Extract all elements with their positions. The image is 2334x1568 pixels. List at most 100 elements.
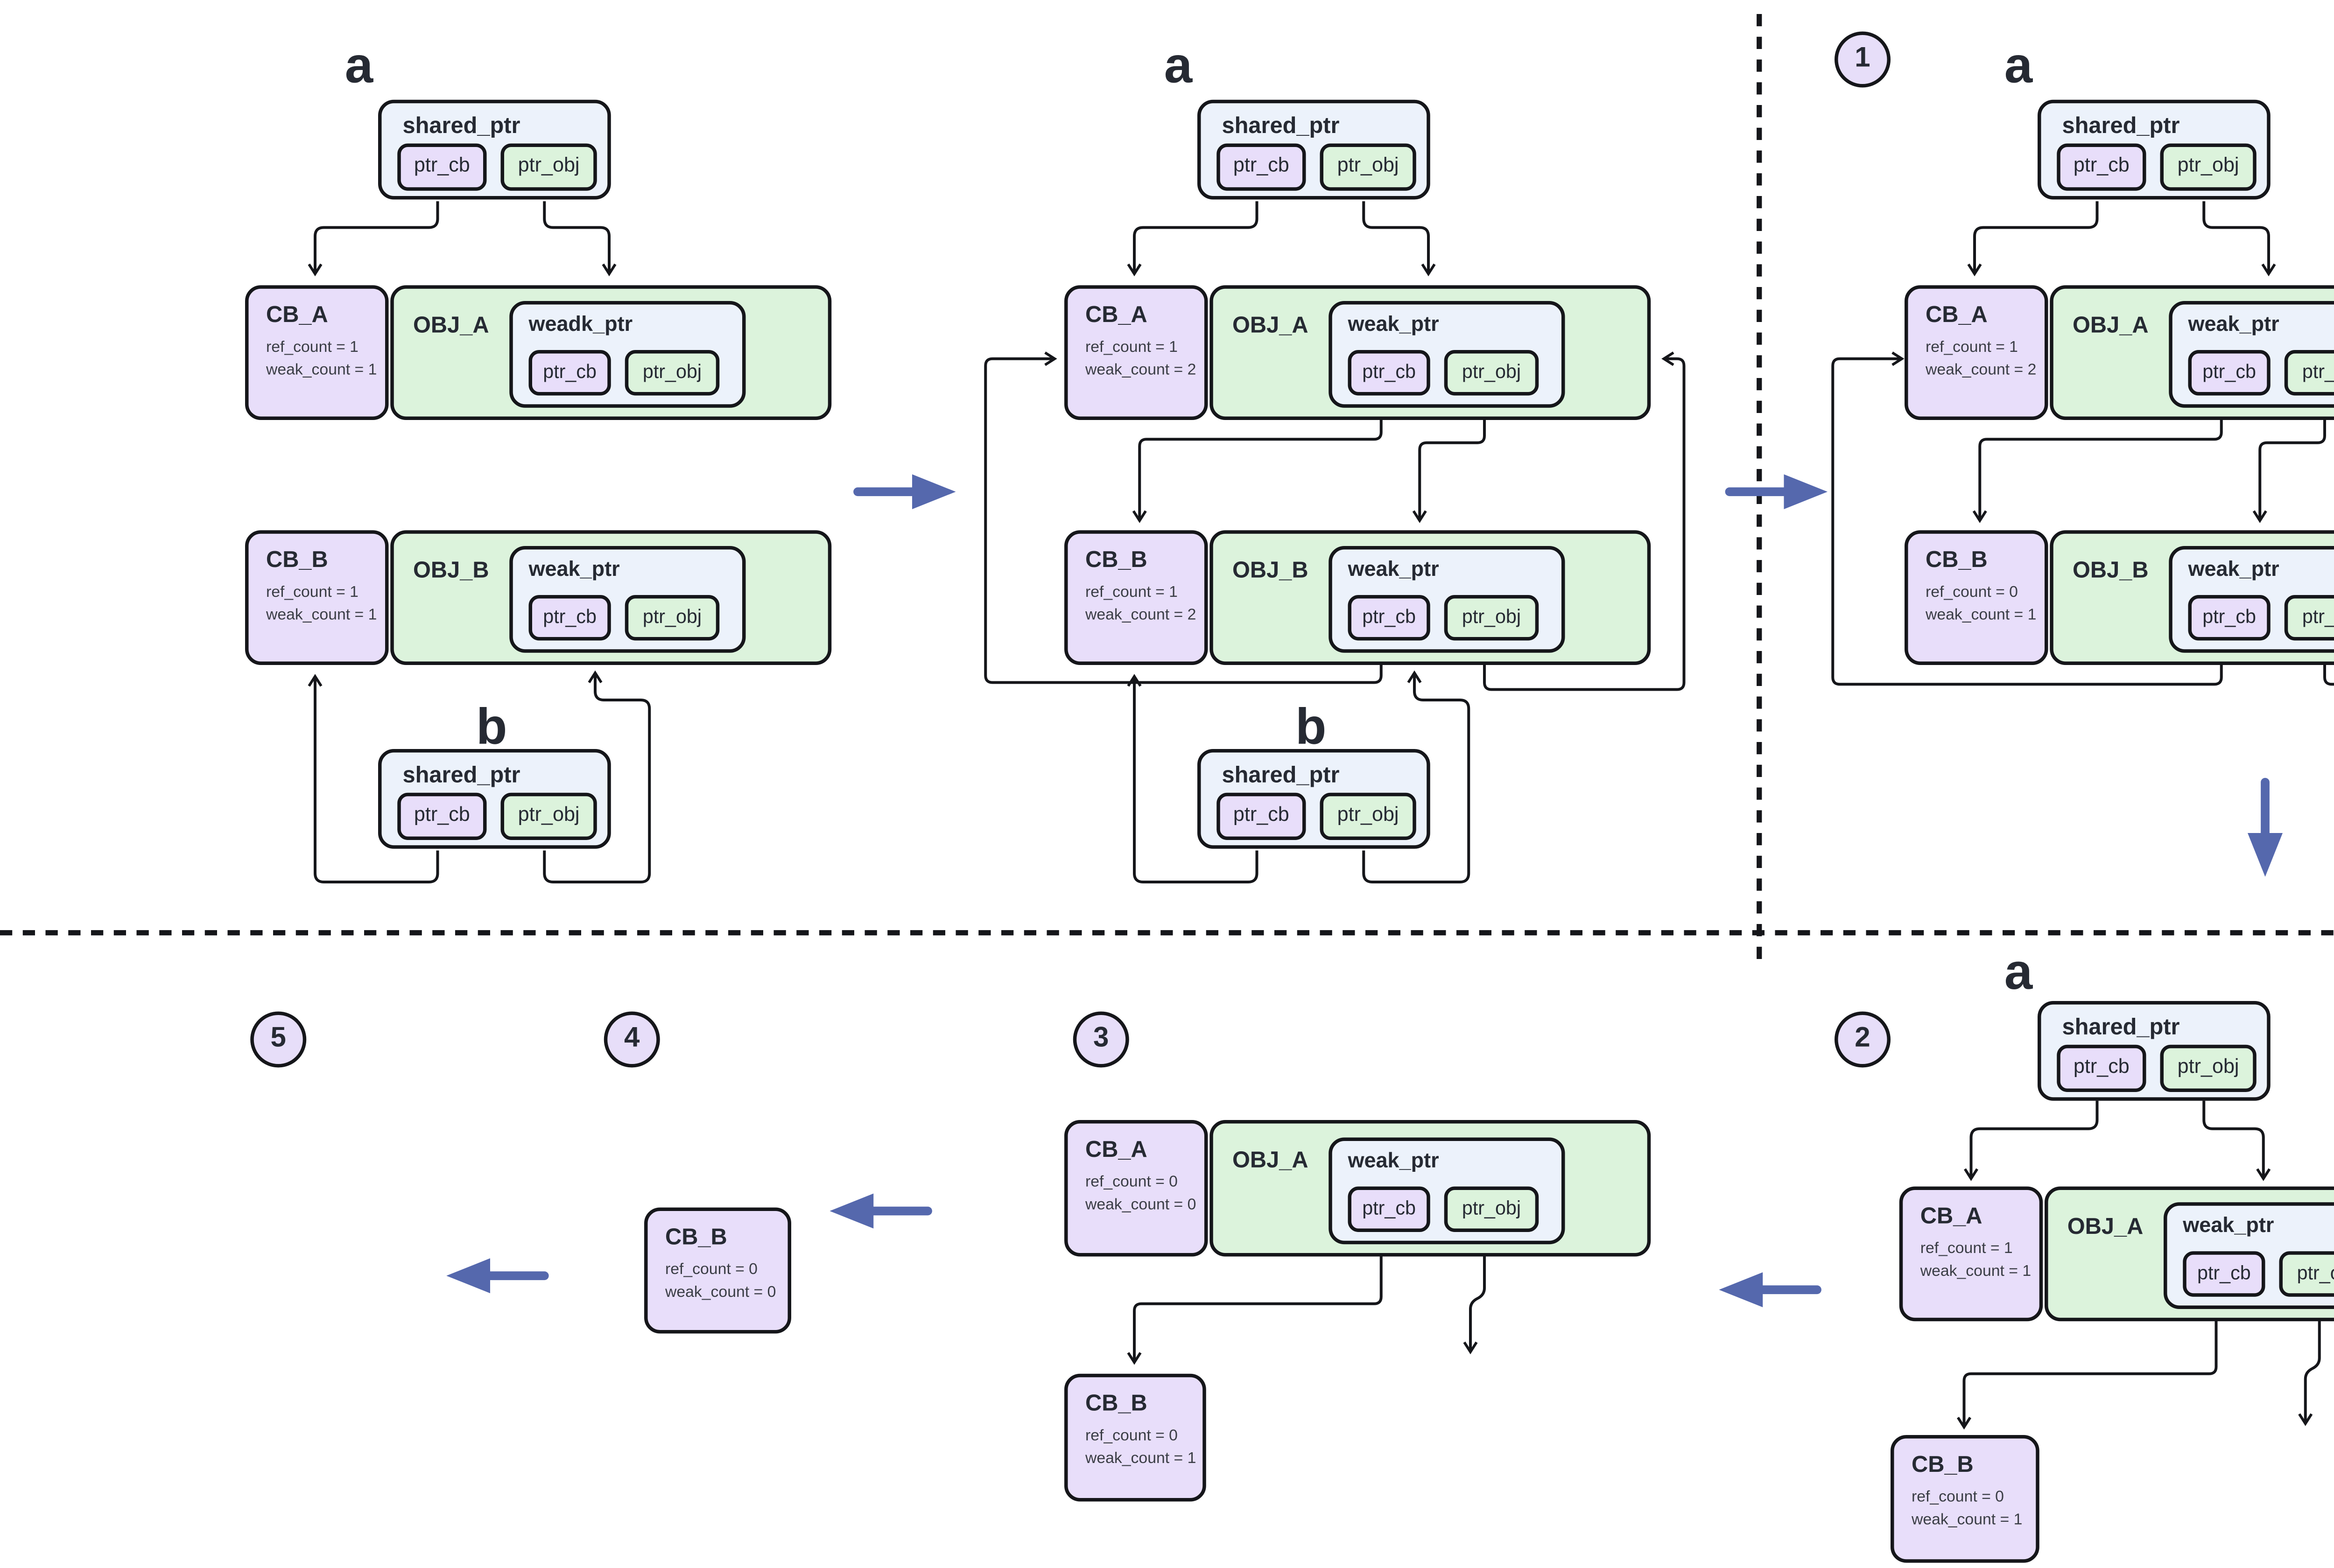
p2-cb-b-weakcount: weak_count = 1 [1912, 1510, 2023, 1528]
p1-cb-b-refcount: ref_count = 0 [1926, 582, 2018, 601]
p3-cb-b-title: CB_B [1085, 1389, 1147, 1416]
a2-shared-ptr-b-obj-cell: ptr_obj [1320, 792, 1416, 840]
p4-cb-b-weakcount: weak_count = 0 [665, 1282, 776, 1301]
a2-cb-a-weakcount: weak_count = 2 [1085, 360, 1196, 378]
p4-cb-b-box: CB_B ref_count = 0 weak_count = 0 [644, 1207, 791, 1334]
p3-cb-b-weakcount: weak_count = 1 [1085, 1449, 1196, 1467]
step-5-badge: 5 [250, 1011, 307, 1068]
p3-cb-b-box: CB_B ref_count = 0 weak_count = 1 [1064, 1373, 1206, 1502]
p1-shared-ptr-title: shared_ptr [2062, 112, 2180, 139]
a2-cb-a-title: CB_A [1085, 301, 1147, 328]
p2-obj-a-box: OBJ_A weak_ptr ptr_cb ptr_obj [2045, 1186, 2334, 1322]
p1-obj-b-weakptr-cb-cell: ptr_cb [2188, 595, 2271, 641]
a1-obj-b-weakptr-cb-cell: ptr_cb [528, 595, 611, 641]
a1-cb-a-box: CB_A ref_count = 1 weak_count = 1 [245, 285, 389, 420]
a1-obj-b-title: OBJ_B [413, 556, 489, 583]
a2-shared-ptr-cb-cell: ptr_cb [1216, 143, 1306, 191]
p2-shared-ptr-title: shared_ptr [2062, 1013, 2180, 1040]
p2-obj-a-weakptr-title: weak_ptr [2183, 1212, 2274, 1238]
p2-obj-a-title: OBJ_A [2067, 1212, 2144, 1239]
arrow-p1-weakptrA-ptrobj-to-OBJB [2252, 407, 2326, 523]
p1-cb-b-weakcount: weak_count = 1 [1926, 605, 2037, 623]
p3-obj-a-title: OBJ_A [1232, 1146, 1308, 1173]
a2-obj-b-weakptr-cb-cell: ptr_cb [1348, 595, 1430, 641]
p3-cb-b-refcount: ref_count = 0 [1085, 1426, 1178, 1444]
p2-cb-b-box: CB_B ref_count = 0 weak_count = 1 [1891, 1435, 2039, 1563]
a1-cb-b-refcount: ref_count = 1 [266, 582, 359, 601]
p1-cb-b-box: CB_B ref_count = 0 weak_count = 1 [1905, 530, 2048, 665]
arrow-a2-sharedB-ptrobj-to-OBJB [1362, 670, 1470, 883]
p1-obj-b-weakptr-obj-cell: ptr_obj [2284, 595, 2334, 641]
p1-cb-b-title: CB_B [1926, 546, 1988, 573]
a2-cb-a-refcount: ref_count = 1 [1085, 337, 1178, 356]
a2-shared-ptr-b-title: shared_ptr [1222, 761, 1340, 788]
arrow-p1-sharedA-ptrcb-to-CBA [1967, 201, 2099, 277]
a2-obj-b-box: OBJ_B weak_ptr ptr_cb ptr_obj [1209, 530, 1651, 665]
p1-shared-ptr-cb-cell: ptr_cb [2057, 143, 2146, 191]
step-2-badge: 2 [1835, 1011, 1891, 1068]
panel-a2-label: a [1164, 38, 1193, 95]
p1-obj-b-weakptr-box: weak_ptr ptr_cb ptr_obj [2169, 546, 2334, 653]
p1-obj-a-weakptr-title: weak_ptr [2188, 311, 2279, 336]
a2-obj-a-weakptr-obj-cell: ptr_obj [1444, 350, 1539, 396]
a1-cb-b-title: CB_B [266, 546, 328, 573]
p1-obj-b-box: OBJ_B weak_ptr ptr_cb ptr_obj [2050, 530, 2334, 665]
a2-cb-b-title: CB_B [1085, 546, 1147, 573]
arrow-p1-weakptrB-ptrcb-to-CBA [1831, 351, 2223, 686]
p3-cb-a-title: CB_A [1085, 1135, 1147, 1162]
p2-obj-a-weakptr-obj-cell: ptr_obj [2279, 1251, 2334, 1297]
arrow-p2-sharedA-ptrobj-to-OBJA [2202, 1100, 2271, 1181]
a1-shared-ptr-b-title: shared_ptr [402, 761, 520, 788]
a1-obj-a-box: OBJ_A weadk_ptr ptr_cb ptr_obj [390, 285, 832, 420]
panel-a1-label-b: b [476, 700, 507, 756]
arrow-a2-weakptrB-ptrcb-to-CBA [984, 351, 1383, 684]
arrow-p1-sharedA-ptrobj-to-OBJA [2202, 201, 2276, 277]
p1-obj-a-title: OBJ_A [2073, 311, 2149, 338]
p2-cb-b-refcount: ref_count = 0 [1912, 1487, 2004, 1505]
p2-cb-a-weakcount: weak_count = 1 [1920, 1261, 2032, 1280]
arrow-p2-sharedA-ptrcb-to-CBA [1964, 1100, 2099, 1181]
a2-shared-ptr-b-box: shared_ptr ptr_cb ptr_obj [1197, 749, 1430, 849]
arrow-p3-weakptrA-ptrcb-to-CBB [1127, 1225, 1383, 1365]
a1-obj-b-box: OBJ_B weak_ptr ptr_cb ptr_obj [390, 530, 832, 665]
a1-cb-a-weakcount: weak_count = 1 [266, 360, 377, 378]
p1-obj-a-box: OBJ_A weak_ptr ptr_cb ptr_obj [2050, 285, 2334, 420]
a1-shared-ptr-obj-cell: ptr_obj [500, 143, 597, 191]
a1-obj-a-title: OBJ_A [413, 311, 489, 338]
panel-a1-label: a [344, 38, 373, 95]
a2-obj-a-box: OBJ_A weak_ptr ptr_cb ptr_obj [1209, 285, 1651, 420]
a1-shared-ptr-b-obj-cell: ptr_obj [500, 792, 597, 840]
a1-shared-ptr-b-box: shared_ptr ptr_cb ptr_obj [378, 749, 611, 849]
arrow-a2-weakptrA-ptrobj-to-OBJB [1412, 407, 1486, 523]
p2-cb-a-title: CB_A [1920, 1202, 1982, 1229]
p1-obj-a-weakptr-obj-cell: ptr_obj [2284, 350, 2334, 396]
arrow-a1-sharedB-ptrcb-to-CBB [308, 674, 439, 883]
step-1-badge: 1 [1835, 31, 1891, 88]
p3-obj-a-weakptr-obj-cell: ptr_obj [1444, 1186, 1539, 1232]
p2-obj-a-weakptr-cb-cell: ptr_cb [2183, 1251, 2265, 1297]
p3-cb-a-refcount: ref_count = 0 [1085, 1172, 1178, 1190]
a1-cb-a-refcount: ref_count = 1 [266, 337, 359, 356]
panel-a2-label-b: b [1295, 700, 1327, 756]
p3-obj-a-weakptr-cb-cell: ptr_cb [1348, 1186, 1430, 1232]
arrow-a1-sharedA-ptrcb-to-CBA [308, 201, 439, 277]
a2-obj-b-weakptr-obj-cell: ptr_obj [1444, 595, 1539, 641]
arrow-p2-weakptrA-ptrcb-to-CBB [1957, 1291, 2218, 1430]
arrow-a2-sharedA-ptrcb-to-CBA [1127, 201, 1258, 277]
p1-obj-a-weakptr-cb-cell: ptr_cb [2188, 350, 2271, 396]
arrow-p1-weakptrB-ptrobj-to-OBJA [2323, 652, 2334, 686]
a1-obj-a-weakptr-title: weadk_ptr [528, 311, 633, 336]
a1-obj-a-weakptr-obj-cell: ptr_obj [625, 350, 720, 396]
a2-shared-ptr-title: shared_ptr [1222, 112, 1340, 139]
p1-cb-a-title: CB_A [1926, 301, 1988, 328]
arrow-a2-weakptrA-ptrcb-to-CBB [1132, 407, 1383, 523]
a1-obj-a-weakptr-box: weadk_ptr ptr_cb ptr_obj [509, 301, 746, 408]
p1-shared-ptr-box: shared_ptr ptr_cb ptr_obj [2038, 99, 2271, 200]
a2-shared-ptr-box: shared_ptr ptr_cb ptr_obj [1197, 99, 1430, 200]
arrow-a1-sharedB-ptrobj-to-OBJB [543, 670, 651, 883]
a1-cb-b-weakcount: weak_count = 1 [266, 605, 377, 623]
arrow-a2-sharedA-ptrobj-to-OBJA [1362, 201, 1436, 277]
arrow-p3-weakptrA-ptrobj-dangling [1463, 1225, 1486, 1355]
